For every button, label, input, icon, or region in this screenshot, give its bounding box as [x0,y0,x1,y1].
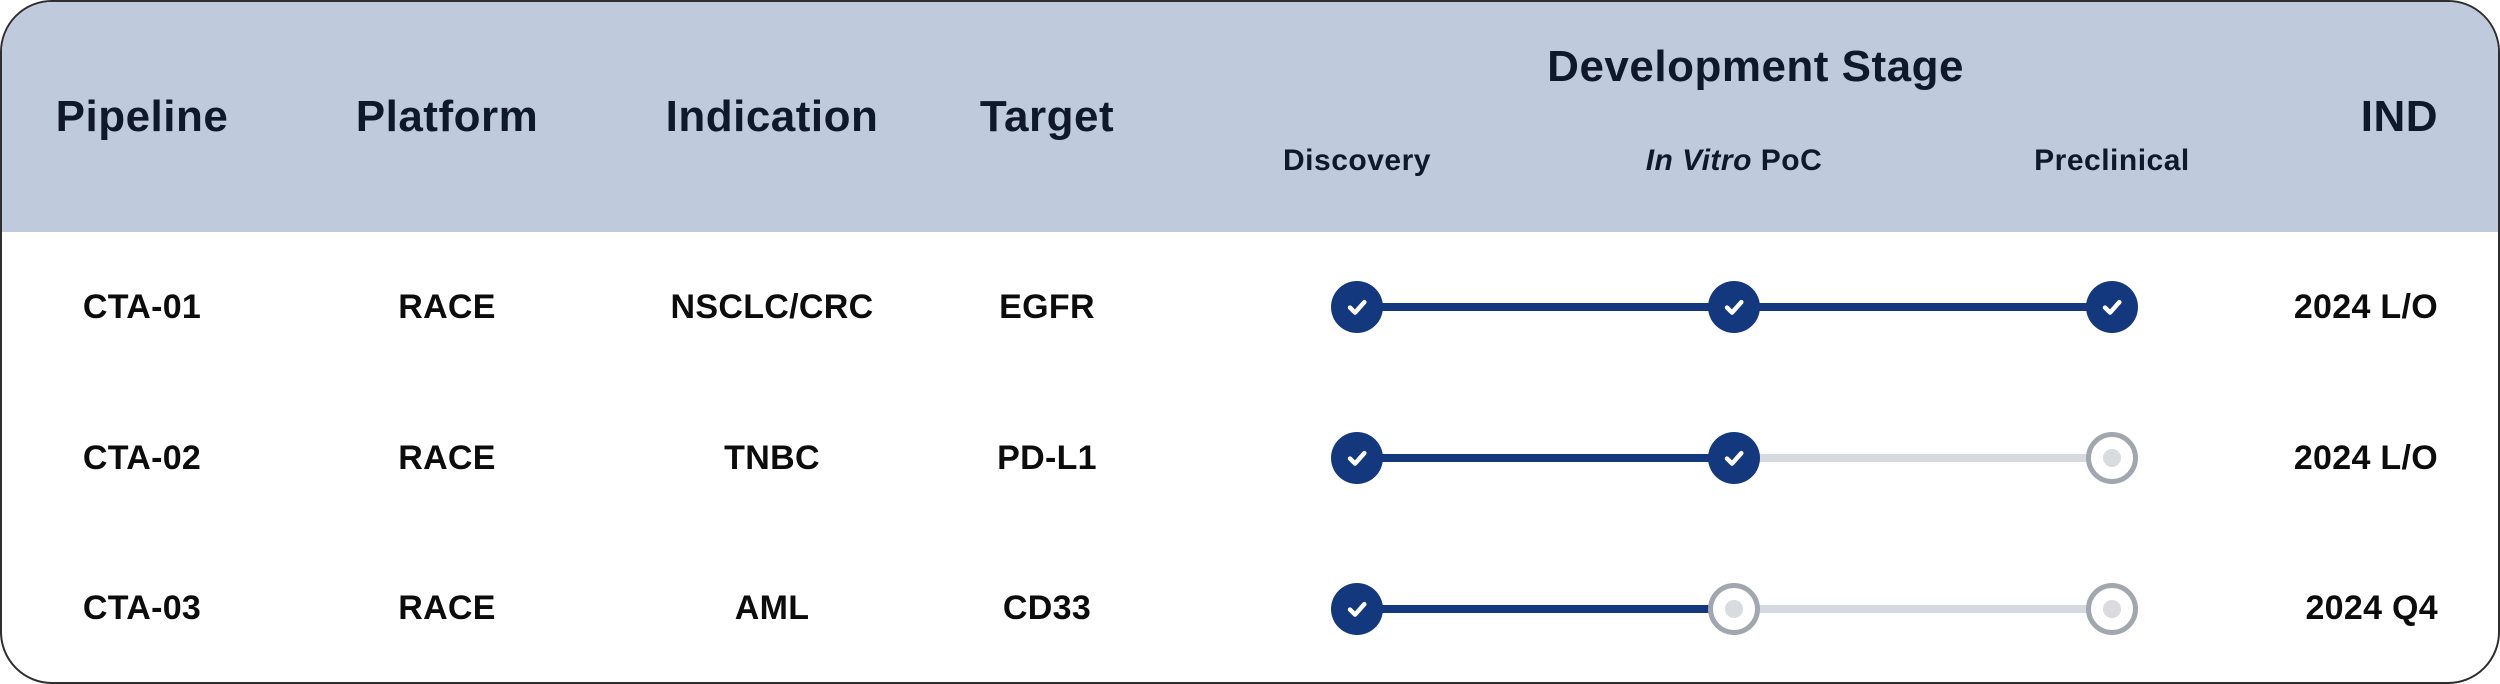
stage-connector-invitro-preclinical [1733,303,2112,312]
pipeline-value: CTA-01 [82,287,202,326]
platform-value: RACE [398,438,496,477]
header-cell-indication: Indication [665,92,879,141]
stage-track [1162,533,2282,682]
indication-value: NSCLC/CRC [670,287,874,326]
indication-value: TNBC [724,438,820,477]
indication-value: AML [734,589,810,628]
check-icon [1347,601,1367,617]
check-icon [2102,300,2122,316]
stage-track [1162,383,2282,534]
stage-marker-discovery [1330,432,1383,484]
stage-marker-preclinical [2085,281,2138,334]
stage-marker-in-vitro-poc [1707,281,1760,334]
table-header-row: Pipeline Platform Indication Target Deve… [2,2,2498,232]
header-cell-development-stage: Development Stage Discovery In Vitro PoC… [1162,2,2282,232]
target-value: EGFR [999,287,1095,326]
circle-dot-icon [2102,449,2121,467]
stage-marker-discovery [1330,281,1383,334]
table-row: CTA-03 RACE AML CD33 202 [2,533,2498,682]
check-icon [1347,450,1367,466]
table-row: CTA-01 RACE NSCLC/CRC EGFR [2,232,2498,383]
table-row: CTA-02 RACE TNBC PD-L1 2 [2,383,2498,534]
stage-marker-in-vitro-poc [1707,432,1760,484]
pipeline-value: CTA-03 [82,589,202,628]
stage-connector-discovery-invitro [1356,303,1734,312]
stage-track [1162,232,2282,383]
stage-connector-discovery-invitro [1356,454,1734,462]
platform-value: RACE [398,589,496,628]
header-cell-ind: IND [2360,92,2438,141]
stage-connector-invitro-preclinical [1733,454,2112,462]
check-icon [1347,300,1367,316]
stage-label-discovery: Discovery [1283,144,1431,177]
target-value: PD-L1 [997,438,1097,477]
stage-connector-invitro-preclinical [1733,604,2112,613]
platform-value: RACE [398,287,496,326]
stage-label-in-vitro-poc: In Vitro PoC [1645,144,1823,177]
circle-dot-icon [2102,599,2121,618]
stage-marker-in-vitro-poc [1707,582,1760,635]
ind-value: 2024 Q4 [2305,589,2438,628]
stage-marker-preclinical [2085,432,2138,484]
header-cell-pipeline: Pipeline [55,92,229,141]
ind-value: 2024 L/O [2293,287,2438,326]
stage-label-preclinical: Preclinical [2034,144,2190,177]
header-cell-platform: Platform [355,92,539,141]
stage-connector-discovery-invitro [1356,604,1734,613]
stage-marker-preclinical [2085,582,2138,635]
check-icon [1724,450,1744,466]
development-stage-group-label: Development Stage [1547,42,1965,91]
pipeline-value: CTA-02 [82,438,202,477]
circle-dot-icon [1724,599,1743,618]
stage-marker-discovery [1330,582,1383,635]
check-icon [1724,300,1744,316]
table-body: CTA-01 RACE NSCLC/CRC EGFR [2,232,2498,682]
header-cell-target: Target [979,92,1115,141]
target-value: CD33 [1002,589,1092,628]
ind-value: 2024 L/O [2293,438,2438,477]
